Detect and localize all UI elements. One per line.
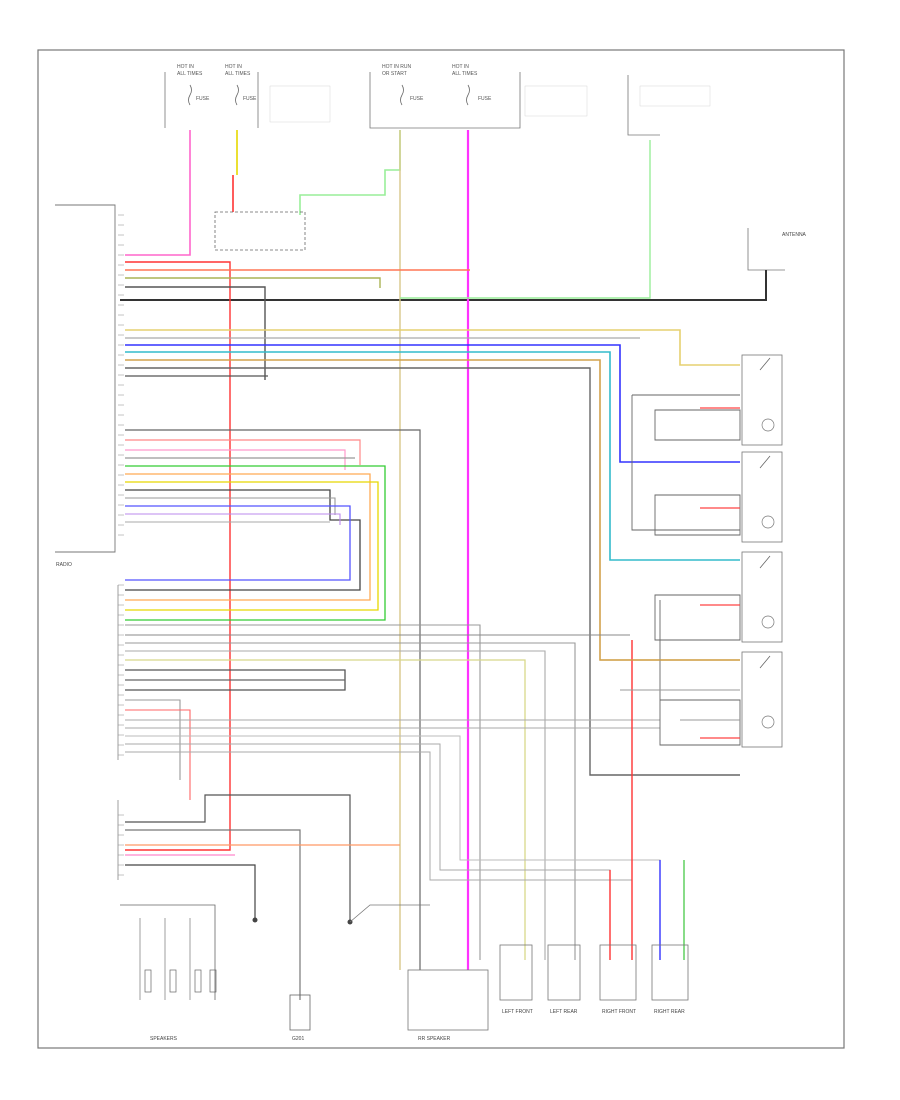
wire-pink-mid [125,449,346,470]
fuse-label: FUSE [410,96,424,102]
wire-olive [125,277,381,288]
fuse-box-label: OR START [382,71,407,77]
switch-motor-icon [761,418,775,432]
fuse-box-group-left: HOT IN ALL TIMES HOT IN ALL TIMES FUSE F… [164,64,331,128]
ground-point: G201 [289,994,311,1042]
speaker-left-front: LEFT FRONT [499,944,533,1015]
switch-stack [741,354,783,748]
speaker-connector [209,969,217,993]
wire-violet-mid [125,513,341,525]
wire-red-switch [700,407,740,739]
switch-1 [741,354,783,446]
diagram-frame [37,49,845,1049]
wire-gray [125,286,266,380]
wire-gray-low-3 [125,642,576,960]
switch-motor-icon [761,615,775,629]
speaker-right-rear: RIGHT REAR [651,944,689,1015]
wire-blue [125,344,740,463]
radio-unit: RADIO [55,204,119,880]
switch-bracket [654,594,741,641]
wire-gray-low-5 [125,699,181,780]
wire-violet [125,351,740,561]
wire-gray-mid [125,429,421,970]
wire-gray-mid-3 [125,497,336,515]
speaker-name: RIGHT FRONT [602,1009,636,1015]
switch-motor-icon [761,715,775,729]
wire-gray-bottom [125,829,301,1000]
switch-4 [741,651,783,748]
switch-motor-icon [761,515,775,529]
fuse-symbol [466,84,470,106]
wire-dark [125,367,740,776]
speaker-connector [194,969,202,993]
antenna: ANTENNA [120,228,807,301]
speaker-right-front: RIGHT FRONT [599,944,637,1015]
switch-2 [741,451,783,543]
rear-speaker-label: RR SPEAKER [418,1036,451,1042]
wire-green-feed [299,130,401,215]
wire-tan [125,359,740,661]
wire-dark-bottom [125,794,351,920]
fuse-symbol [400,84,404,106]
wire-dark-bottom-2 [125,864,256,920]
wire-gray-low-9 [125,743,611,960]
fuse-symbol [188,84,192,106]
wire-red-low [125,709,191,800]
fuse-box-label: ALL TIMES [452,71,478,77]
fuse-box-label: HOT IN RUN [382,64,411,70]
fuse-label: FUSE [196,96,210,102]
connector-pins [118,214,124,876]
speaker-connector [169,969,177,993]
fuse-label: FUSE [243,96,257,102]
splice-dot [252,917,258,923]
fuse-box-note [639,85,711,107]
relay-box [214,211,306,251]
rear-speaker-amp: RR SPEAKER [407,969,489,1042]
speakers-front-cluster: SPEAKERS [120,904,217,1042]
wire-orange-mid [125,473,371,601]
switch-3 [741,551,783,643]
wire-red [125,261,231,851]
antenna-label: ANTENNA [782,232,807,238]
speaker-left-rear: LEFT REAR [547,944,581,1015]
wire-gray-low-4 [125,650,546,960]
wire-pink-power [125,130,191,256]
speaker-name: LEFT FRONT [502,1009,533,1015]
radio-label: RADIO [56,562,72,568]
fuse-box-label: HOT IN [225,64,242,70]
wire-yellow-low [125,659,526,960]
wire-green-mid [125,465,386,621]
switch-bracket [659,600,741,746]
fuse-box-label: ALL TIMES [225,71,251,77]
wire-blue-mid [125,505,351,581]
fuse-symbol [235,84,239,106]
wire-yellow-long [125,329,740,366]
fuse-label: FUSE [478,96,492,102]
wire-yellow-mid [125,481,379,611]
switch-bracket [654,494,741,536]
fuse-box-label: HOT IN [452,64,469,70]
wire-gray-switch [620,689,740,721]
fuse-box-label: ALL TIMES [177,71,203,77]
wire-lightgreen-antenna [400,140,651,299]
fuse-box-group-right: HOT IN RUN OR START HOT IN ALL TIMES FUS… [369,64,588,129]
wire-gray-low-10 [125,751,633,960]
fuse-box-third [627,75,711,136]
wire-dark-mid [125,489,361,591]
fuse-box-note [269,85,331,123]
speaker-name: RIGHT REAR [654,1009,685,1015]
wire-gray-low-8 [125,735,661,960]
wire-gray-low [125,624,481,960]
ground-connector [349,904,430,923]
fuse-box-note [524,85,588,117]
ground-label: G201 [292,1036,304,1042]
wire-red-mid [125,439,361,465]
fuse-box-label: HOT IN [177,64,194,70]
speakers-label: SPEAKERS [150,1036,178,1042]
speaker-name: LEFT REAR [550,1009,578,1015]
switch-bracket [631,394,741,531]
speaker-connector [144,969,152,993]
